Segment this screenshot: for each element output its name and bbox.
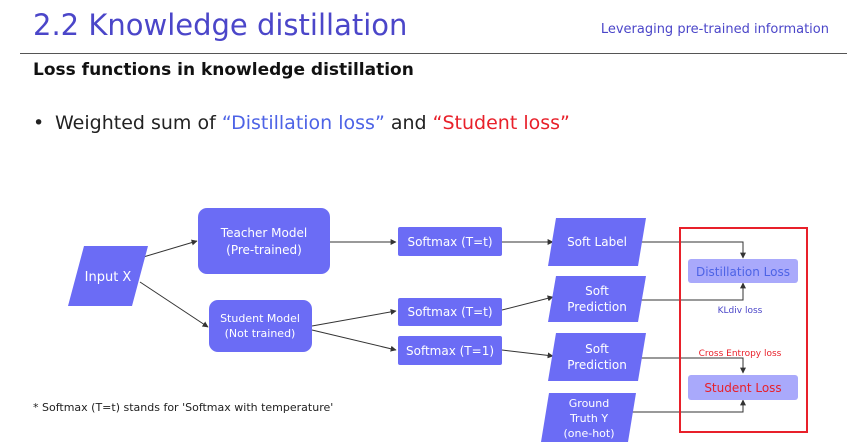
title-divider xyxy=(20,53,847,54)
soft-prediction-node-1: Soft Prediction xyxy=(548,276,646,322)
arrow-softmax-t-softpred xyxy=(501,295,554,311)
ground-truth-line2: Truth Y xyxy=(569,412,608,425)
arrow-student-softmax-t xyxy=(311,308,397,327)
teacher-model-label: Teacher Model xyxy=(220,226,307,240)
input-x-node: Input X xyxy=(68,246,148,306)
soft-label-node: Soft Label xyxy=(548,218,646,266)
softmax-teacher-label: Softmax (T=t) xyxy=(407,235,492,249)
ground-truth-node: Ground Truth Y (one-hot) xyxy=(541,393,636,442)
student-loss-term: “Student loss” xyxy=(432,112,570,134)
student-model-label: Student Model xyxy=(220,312,300,325)
softmax-student-1-node: Softmax (T=1) xyxy=(398,336,502,365)
bullet-icon: • xyxy=(33,112,45,134)
arrow-student-softmax-1 xyxy=(311,329,397,352)
student-model-node: Student Model (Not trained) xyxy=(209,300,312,352)
softmax-student-1-label: Softmax (T=1) xyxy=(406,344,494,358)
softmax-student-t-node: Softmax (T=t) xyxy=(398,298,502,326)
soft-prediction-2-line1: Soft xyxy=(585,342,609,356)
arrow-groundtruth-studentloss xyxy=(628,399,746,413)
student-loss-label: Student Loss xyxy=(704,381,781,395)
bullet-point: • Weighted sum of “Distillation loss” and… xyxy=(33,112,570,134)
student-model-sublabel: (Not trained) xyxy=(225,327,296,340)
distillation-loss-label: Distillation Loss xyxy=(696,265,790,279)
cross-entropy-loss-label: Cross Entropy loss xyxy=(699,349,782,359)
teacher-model-node: Teacher Model (Pre-trained) xyxy=(198,208,330,274)
page-title: 2.2 Knowledge distillation xyxy=(33,8,408,42)
arrow-softpred-distloss xyxy=(640,282,746,301)
arrow-softlabel-distloss xyxy=(640,241,746,259)
teacher-model-sublabel: (Pre-trained) xyxy=(226,243,302,257)
soft-prediction-1-line1: Soft xyxy=(585,284,609,298)
connectors xyxy=(139,239,746,413)
soft-prediction-1-line2: Prediction xyxy=(567,300,627,314)
arrow-input-student xyxy=(139,281,209,328)
softmax-teacher-node: Softmax (T=t) xyxy=(398,227,502,256)
section-heading: Loss functions in knowledge distillation xyxy=(33,60,414,80)
soft-prediction-2-line2: Prediction xyxy=(567,358,627,372)
distillation-loss-node: Distillation Loss xyxy=(688,259,798,283)
ground-truth-line1: Ground xyxy=(569,397,609,410)
loss-highlight-frame xyxy=(679,227,808,433)
arrow-input-teacher xyxy=(139,239,198,259)
softmax-student-t-label: Softmax (T=t) xyxy=(407,305,492,319)
ground-truth-line3: (one-hot) xyxy=(563,427,614,440)
student-loss-node: Student Loss xyxy=(688,375,798,400)
input-x-label: Input X xyxy=(85,270,132,285)
page-subtitle: Leveraging pre-trained information xyxy=(600,22,829,37)
kldiv-loss-label: KLdiv loss xyxy=(718,306,763,316)
footnote: * Softmax (T=t) stands for 'Softmax with… xyxy=(33,401,334,414)
soft-prediction-node-2: Soft Prediction xyxy=(548,333,646,381)
arrow-softmax-1-softpred xyxy=(501,349,554,359)
distillation-loss-term: “Distillation loss” xyxy=(221,112,385,134)
arrow-softpred-studentloss xyxy=(640,357,746,374)
bullet-prefix: Weighted sum of xyxy=(55,112,222,134)
soft-label-text: Soft Label xyxy=(567,235,627,249)
bullet-joiner: and xyxy=(384,112,433,134)
